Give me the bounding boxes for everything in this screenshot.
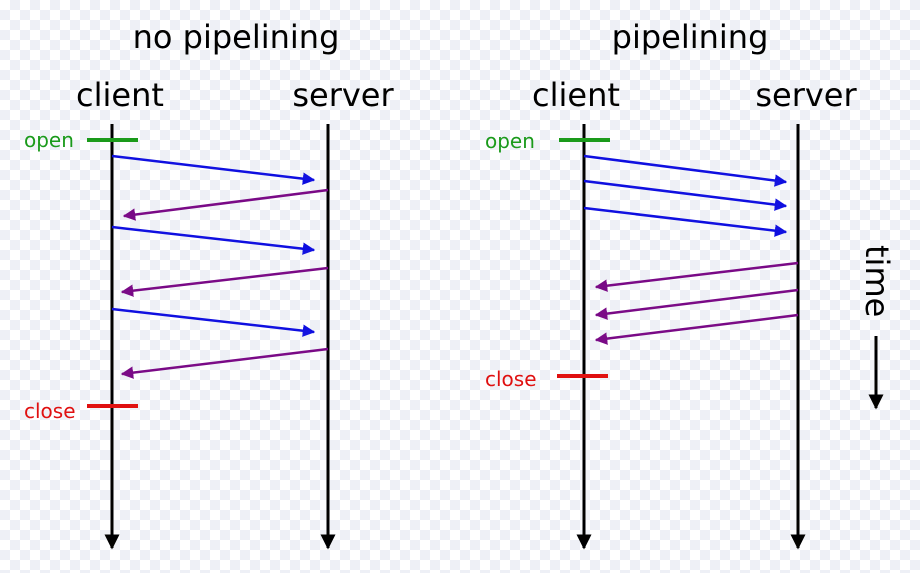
right-client-label: client [532,76,620,114]
left-response-arrow-3 [120,347,329,379]
left-server-label: server [292,76,394,114]
right-response-arrow-1 [594,261,799,292]
left-title: no pipelining [133,18,340,56]
right-open-label: open [485,129,535,153]
right-request-arrow-1 [583,154,788,187]
left-response-arrow-1 [122,188,329,221]
left-request-arrow-3 [111,307,316,337]
right-request-arrow-3 [583,206,788,237]
left-response-arrow-2 [120,266,329,297]
right-server-label: server [755,76,857,114]
left-open-label: open [24,128,74,152]
left-request-arrow-1 [111,154,316,185]
right-close-label: close [485,367,537,391]
right-title: pipelining [612,18,769,56]
right-response-arrow-3 [594,313,799,345]
left-close-label: close [24,399,76,423]
time-label: time [858,245,896,317]
right-response-arrow-2 [594,288,799,320]
left-request-arrow-2 [111,225,316,255]
right-request-arrow-2 [583,179,788,211]
left-client-label: client [76,76,164,114]
